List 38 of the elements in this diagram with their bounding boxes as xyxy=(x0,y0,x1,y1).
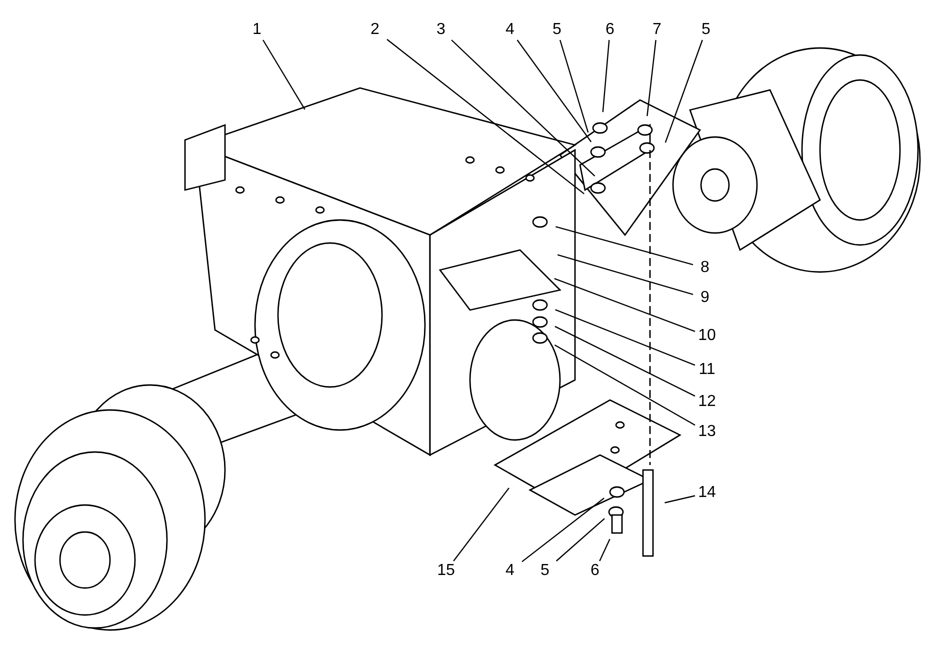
leader-line xyxy=(554,278,696,332)
leader-line xyxy=(554,344,696,426)
leader-line xyxy=(522,498,604,562)
callout-number: 4 xyxy=(498,20,522,40)
leader-line xyxy=(386,38,584,194)
callout-number: 12 xyxy=(695,392,719,412)
leader-line xyxy=(556,518,605,562)
callout-number: 4 xyxy=(498,561,522,581)
leader-line xyxy=(664,495,696,504)
leader-line xyxy=(646,40,656,116)
callout-number: 9 xyxy=(693,288,717,308)
leader-line xyxy=(557,254,694,296)
callout-number: 5 xyxy=(533,561,557,581)
callout-number: 2 xyxy=(363,20,387,40)
leader-line xyxy=(555,309,696,366)
leader-line xyxy=(559,40,589,133)
leader-line xyxy=(555,226,694,266)
leader-line xyxy=(453,488,510,562)
leader-line xyxy=(664,40,703,143)
callout-number: 13 xyxy=(695,422,719,442)
callout-number: 1 xyxy=(245,20,269,40)
callout-number: 11 xyxy=(695,360,719,380)
callout-number: 7 xyxy=(645,20,669,40)
callout-number: 6 xyxy=(598,20,622,40)
callout-number: 6 xyxy=(583,561,607,581)
callout-number: 10 xyxy=(695,326,719,346)
leader-line xyxy=(516,40,592,142)
callout-number: 5 xyxy=(694,20,718,40)
callout-number: 15 xyxy=(434,561,458,581)
callout-number: 3 xyxy=(429,20,453,40)
leader-line xyxy=(262,40,306,110)
leader-line xyxy=(451,40,596,177)
leader-line xyxy=(599,538,610,562)
callout-number: 5 xyxy=(545,20,569,40)
callout-number: 8 xyxy=(693,258,717,278)
callout-number: 14 xyxy=(695,483,719,503)
leader-line xyxy=(602,40,610,112)
leader-line xyxy=(554,326,696,397)
